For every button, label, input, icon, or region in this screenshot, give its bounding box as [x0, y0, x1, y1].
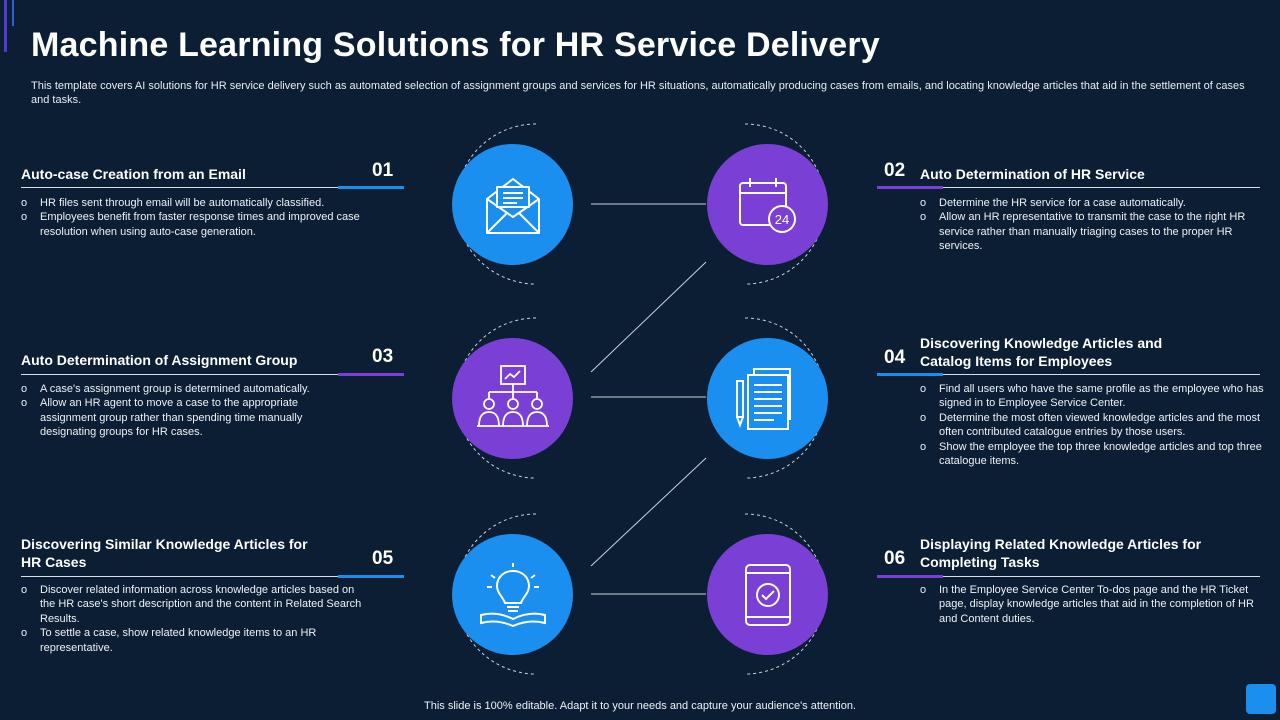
section-04-number: 04 [884, 347, 906, 368]
section-06-title-line1: Displaying Related Knowledge Articles fo… [920, 536, 1202, 552]
section-06-title: Displaying Related Knowledge Articles fo… [920, 535, 1201, 571]
section-05-number: 05 [372, 548, 394, 569]
ring-04 [744, 317, 826, 479]
ring-06 [744, 513, 826, 675]
section-03-bullet: Allow an HR agent to move a case to the … [21, 396, 341, 439]
section-04-title-line1: Discovering Knowledge Articles and [920, 335, 1163, 351]
section-05-title-line2: HR Cases [21, 554, 87, 570]
section-04-bullet: Find all users who have the same profile… [920, 382, 1265, 411]
accent-bar [4, 0, 7, 52]
ring-03 [455, 317, 537, 479]
footer-note: This slide is 100% editable. Adapt it to… [424, 700, 856, 712]
corner-square [1246, 684, 1276, 714]
section-02-rule [943, 187, 1260, 188]
page-title: Machine Learning Solutions for HR Servic… [31, 26, 880, 64]
circle-06 [707, 534, 828, 655]
section-02-bullet: Determine the HR service for a case auto… [920, 196, 1260, 211]
section-03-bullet: A case's assignment group is determined … [21, 382, 341, 397]
section-01-bullet: Employees benefit from faster response t… [21, 210, 371, 239]
calendar-24-icon: 24 [738, 177, 796, 233]
section-04-title-line2: Catalog Items for Employees [920, 353, 1113, 369]
section-06-bullets: In the Employee Service Center To-dos pa… [920, 583, 1260, 626]
ring-02 [744, 123, 826, 285]
ring-05 [455, 513, 537, 675]
section-04-number-underline [877, 373, 943, 376]
circle-04 [707, 338, 828, 459]
section-02-bullets: Determine the HR service for a case auto… [920, 196, 1260, 254]
section-06-number: 06 [884, 548, 906, 569]
svg-text:24: 24 [774, 212, 788, 227]
section-02-number: 02 [884, 160, 906, 181]
section-04-rule [943, 374, 1260, 375]
section-03-bullets: A case's assignment group is determined … [21, 382, 341, 440]
lightbulb-book-icon [479, 562, 546, 627]
circle-05 [452, 534, 573, 655]
link-02-03 [590, 261, 707, 373]
section-05-number-underline [338, 575, 404, 578]
section-04-bullets: Find all users who have the same profile… [920, 382, 1265, 468]
section-04-bullet: Show the employee the top three knowledg… [920, 440, 1265, 469]
section-03-number-underline [338, 373, 404, 376]
circle-03 [452, 338, 573, 459]
section-05-bullet: Discover related information across know… [21, 583, 366, 626]
section-01-number-underline [338, 186, 404, 189]
section-06-bullet: In the Employee Service Center To-dos pa… [920, 583, 1260, 626]
email-icon [485, 177, 540, 234]
section-01-number: 01 [372, 160, 394, 181]
section-05-rule [21, 576, 338, 577]
accent-bar-secondary [12, 0, 14, 26]
section-02-title: Auto Determination of HR Service [920, 166, 1145, 182]
section-04-bullet: Determine the most often viewed knowledg… [920, 411, 1265, 440]
section-03-rule [21, 374, 338, 375]
section-05-title-line1: Discovering Similar Knowledge Articles f… [21, 536, 308, 552]
section-05-title: Discovering Similar Knowledge Articles f… [21, 535, 308, 571]
section-05-bullet: To settle a case, show related knowledge… [21, 626, 366, 655]
section-06-title-line2: Completing Tasks [920, 554, 1040, 570]
section-06-number-underline [877, 575, 943, 578]
section-03-title: Auto Determination of Assignment Group [21, 352, 298, 368]
link-04-05 [590, 457, 707, 567]
circle-02: 24 [707, 144, 828, 265]
documents-icon [735, 367, 791, 430]
team-presentation-icon [476, 364, 549, 427]
section-04-title: Discovering Knowledge Articles and Catal… [920, 334, 1162, 370]
section-05-bullets: Discover related information across know… [21, 583, 366, 655]
section-01-rule [21, 187, 338, 188]
section-01-bullet: HR files sent through email will be auto… [21, 196, 371, 211]
section-03-number: 03 [372, 346, 394, 367]
ring-01 [455, 123, 537, 285]
tablet-check-icon [744, 563, 791, 626]
section-01-bullets: HR files sent through email will be auto… [21, 196, 371, 239]
section-01-title: Auto-case Creation from an Email [21, 166, 246, 182]
section-02-bullet: Allow an HR representative to transmit t… [920, 210, 1260, 253]
section-02-number-underline [877, 186, 943, 189]
page-subtitle: This template covers AI solutions for HR… [31, 80, 1245, 106]
section-06-rule [943, 576, 1260, 577]
circle-01 [452, 144, 573, 265]
